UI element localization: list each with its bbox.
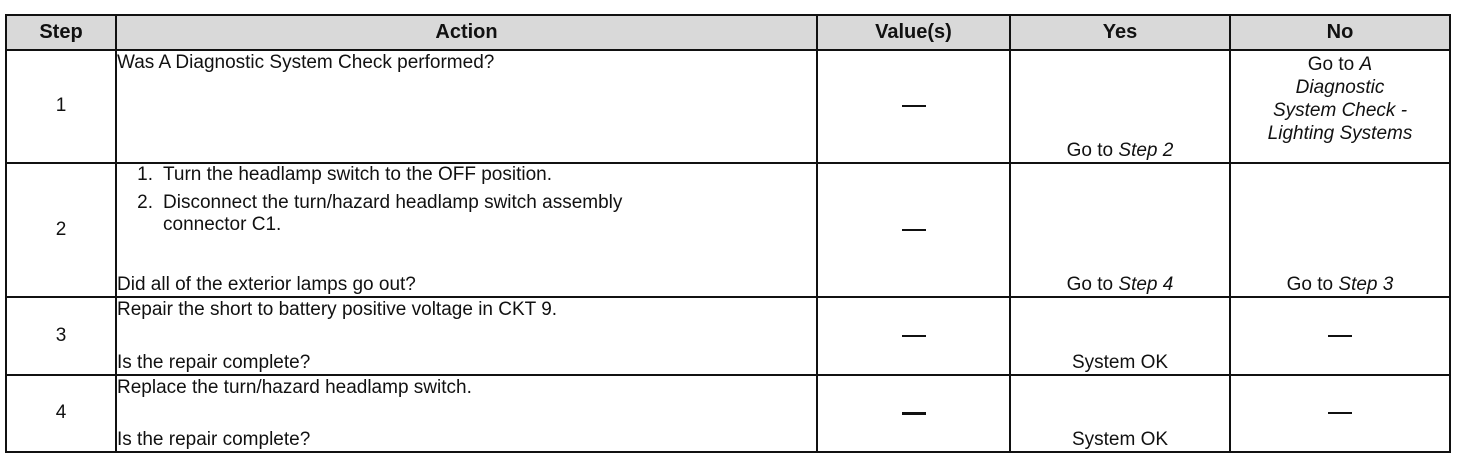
yes-cell: System OK: [1009, 296, 1231, 376]
value-cell: —: [816, 161, 1011, 299]
action-instruction: Replace the turn/hazard headlamp switch.: [117, 376, 472, 398]
action-cell: Repair the short to battery positive vol…: [115, 296, 818, 376]
no-ref-line-4: Lighting Systems: [1267, 123, 1413, 144]
value-cell: —: [816, 373, 1011, 454]
table-row: 3 Repair the short to battery positive v…: [5, 296, 1451, 376]
value-dash: —: [901, 411, 926, 415]
no-dash: —: [1328, 412, 1352, 415]
substep-number: 2.: [137, 191, 153, 213]
action-cell: 1. Turn the headlamp switch to the OFF p…: [115, 161, 818, 299]
no-dash: —: [1328, 334, 1352, 337]
yes-cell: Go to Step 2: [1009, 49, 1231, 164]
no-goto-prefix: Go to: [1307, 54, 1360, 75]
yes-step-link[interactable]: Step 2: [1118, 139, 1174, 161]
no-cell: Go to Step 3: [1229, 161, 1451, 299]
no-cell: Go to A Diagnostic System Check - Lighti…: [1229, 49, 1451, 164]
no-cell: —: [1229, 296, 1451, 376]
action-question: Was A Diagnostic System Check performed?: [117, 52, 495, 73]
header-action: Action: [115, 14, 818, 51]
action-cell: Was A Diagnostic System Check performed?: [115, 49, 818, 164]
substep-item: 1. Turn the headlamp switch to the OFF p…: [117, 164, 816, 186]
header-yes: Yes: [1009, 14, 1231, 51]
no-goto-prefix: Go to: [1286, 274, 1339, 296]
header-step: Step: [5, 14, 117, 51]
value-dash: —: [901, 229, 926, 232]
yes-cell: System OK: [1009, 373, 1231, 454]
action-question: Is the repair complete?: [117, 429, 311, 450]
step-number: 1: [5, 49, 117, 164]
yes-step-link[interactable]: Step 4: [1118, 274, 1174, 296]
header-row: Step Action Value(s) Yes No: [5, 14, 1451, 51]
no-step-link[interactable]: Step 3: [1338, 274, 1394, 296]
action-cell: Replace the turn/hazard headlamp switch.…: [115, 373, 818, 454]
no-ref-line-3: System Check -: [1272, 100, 1408, 121]
value-cell: —: [816, 49, 1011, 164]
value-cell: —: [816, 296, 1011, 376]
table-row: 4 Replace the turn/hazard headlamp switc…: [5, 373, 1451, 454]
yes-goto-prefix: Go to: [1066, 139, 1119, 161]
no-cell: —: [1229, 373, 1451, 454]
no-ref-line-2: Diagnostic: [1295, 77, 1385, 98]
step-number: 4: [5, 373, 117, 454]
header-no: No: [1229, 14, 1451, 51]
substep-item: 2. Disconnect the turn/hazard headlamp s…: [117, 192, 816, 236]
no-ref-line-1: A: [1359, 54, 1373, 75]
yes-goto-prefix: Go to: [1066, 274, 1119, 296]
header-values: Value(s): [816, 14, 1011, 51]
action-instruction: Repair the short to battery positive vol…: [117, 299, 558, 321]
substep-list: 1. Turn the headlamp switch to the OFF p…: [117, 164, 816, 242]
diagnostic-table: Step Action Value(s) Yes No 1 Was A Diag…: [5, 14, 1451, 454]
table-row: 1 Was A Diagnostic System Check performe…: [5, 49, 1451, 164]
value-dash: —: [901, 334, 926, 337]
substep-text: Turn the headlamp switch to the OFF posi…: [163, 163, 552, 185]
substep-number: 1.: [137, 163, 153, 185]
yes-cell: Go to Step 4: [1009, 161, 1231, 299]
table-row: 2 1. Turn the headlamp switch to the OFF…: [5, 161, 1451, 299]
step-number: 2: [5, 161, 117, 299]
diagnostic-table-container: Step Action Value(s) Yes No 1 Was A Diag…: [5, 14, 1451, 454]
action-question: Is the repair complete?: [117, 351, 311, 373]
no-goto-diagnostic-check[interactable]: Go to A Diagnostic System Check - Lighti…: [1231, 51, 1449, 145]
action-question: Did all of the exterior lamps go out?: [117, 274, 416, 296]
step-number: 3: [5, 296, 117, 376]
substep-text: Disconnect the turn/hazard headlamp swit…: [163, 191, 623, 235]
value-dash: —: [901, 105, 926, 108]
